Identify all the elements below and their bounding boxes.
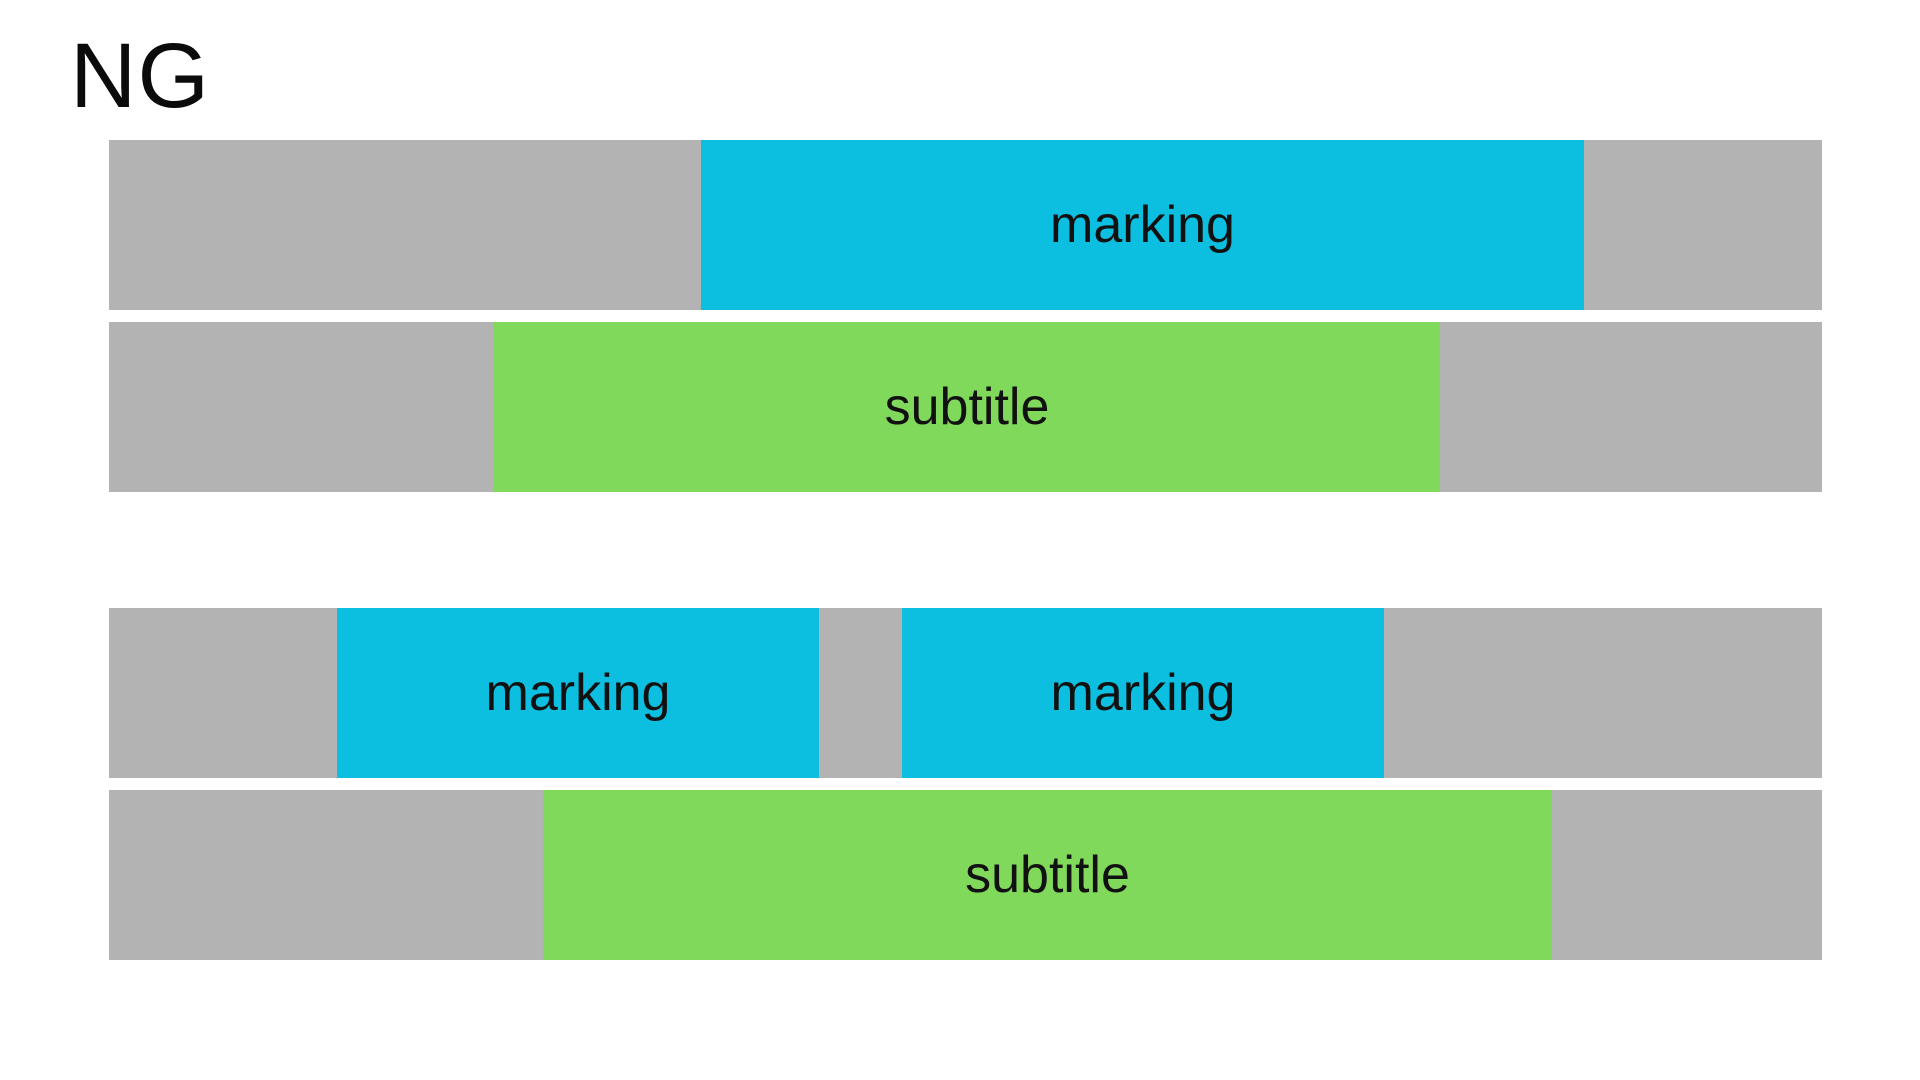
subtitle-segment: subtitle [543,790,1552,960]
marking-track: marking marking [109,608,1822,778]
subtitle-segment: subtitle [494,322,1440,492]
subtitle-track: subtitle [109,790,1822,960]
marking-segment: marking [701,140,1584,310]
marking-track: marking [109,140,1822,310]
marking-segment: marking [902,608,1384,778]
subtitle-track: subtitle [109,322,1822,492]
page-title: NG [70,25,210,127]
marking-segment: marking [337,608,819,778]
